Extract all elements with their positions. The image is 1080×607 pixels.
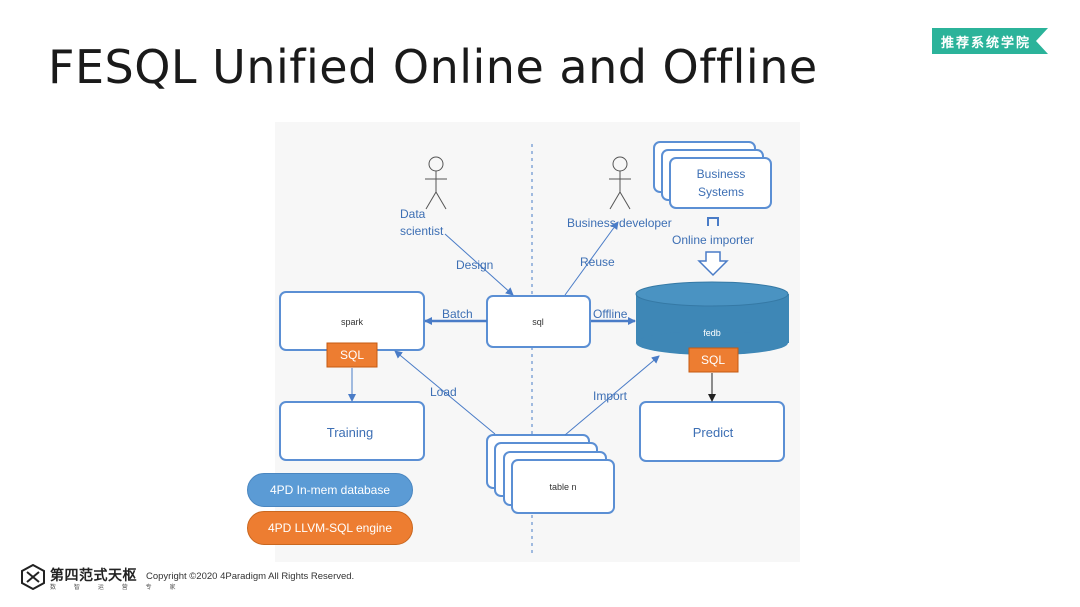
predict-box [639, 401, 785, 462]
batch-label: Batch [442, 307, 473, 321]
design-label: Design [456, 258, 493, 272]
brand-name: 第四范式天枢 [50, 568, 137, 584]
legend-llvm-sql-engine: 4PD LLVM-SQL engine [247, 511, 413, 545]
sql-tag-left-label: SQL [340, 348, 364, 362]
brand-subtitle: 数 智 运 营 专 家 [50, 584, 184, 591]
training-label: Training [327, 425, 373, 440]
company-logo-icon [20, 563, 46, 591]
hollow-down-arrow-icon [697, 251, 729, 277]
load-label: Load [430, 385, 457, 399]
training-box [279, 401, 425, 461]
sql-tag-right [688, 347, 739, 373]
load-edge [394, 350, 496, 435]
table-n-label: table n [549, 482, 576, 492]
data-scientist-actor-icon [425, 156, 447, 210]
business-systems-box [669, 157, 772, 209]
sql-tag-right-label: SQL [701, 353, 725, 367]
offline-label: Offline [593, 307, 628, 321]
import-label: Import [593, 389, 628, 403]
sql-tag-left [326, 342, 378, 368]
reuse-label: Reuse [580, 255, 615, 269]
badge-shape [932, 28, 1048, 54]
fedb-cylinder [635, 281, 789, 355]
table-n-box [511, 459, 615, 514]
bracket-icon [707, 217, 719, 226]
fedb-label: fedb [703, 328, 721, 338]
badge: 推荐系统学院 [932, 28, 1048, 54]
reuse-edge [564, 221, 619, 296]
business-developer-label: Business developer [567, 216, 672, 230]
business-developer-actor-icon [609, 156, 631, 210]
legend-in-mem-database: 4PD In-mem database [247, 473, 413, 507]
spark-label: spark [341, 317, 364, 327]
copyright-text: Copyright ©2020 4Paradigm All Rights Res… [146, 571, 355, 582]
online-importer-label: Online importer [672, 233, 754, 247]
slide-title: FESQL Unified Online and Offline [48, 40, 818, 94]
sql-label: sql [532, 317, 544, 327]
design-edge [444, 233, 514, 296]
badge-label: 推荐系统学院 [941, 36, 1032, 51]
import-edge [564, 355, 660, 436]
predict-label: Predict [693, 425, 734, 440]
